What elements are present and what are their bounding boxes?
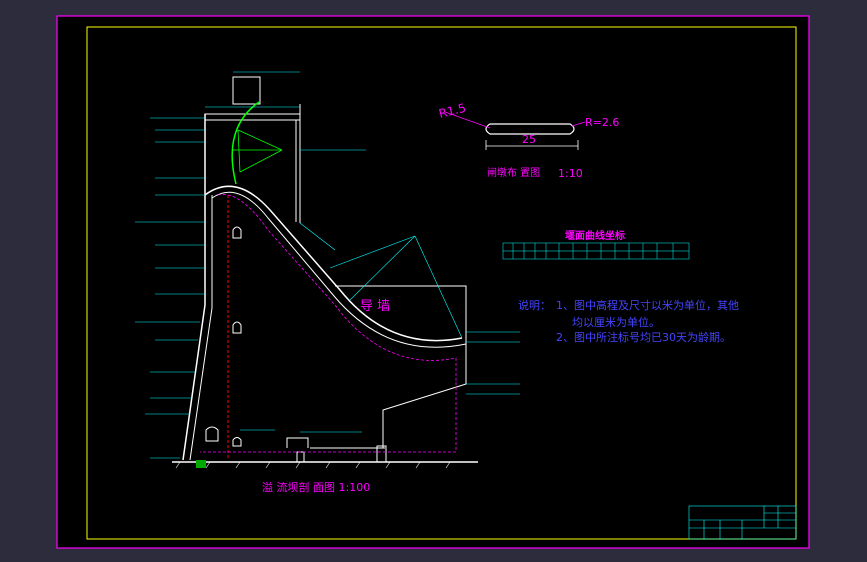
coordinate-table [502, 242, 690, 260]
radial-gate [231, 101, 283, 185]
gate-truss [237, 129, 241, 173]
notes-line-2: 2、图中所注标号均已30天为龄期。 [556, 330, 731, 344]
pier-detail-title: 闸墩布 置图 [487, 166, 540, 179]
notes-line-1b: 均以厘米为单位。 [572, 315, 660, 329]
spillway-surface [204, 185, 463, 342]
arc-radius-line-2 [349, 235, 416, 301]
hatch-8 [385, 461, 391, 469]
hatch-9 [415, 461, 421, 469]
gallery-2 [232, 321, 242, 334]
hoist-tower [232, 76, 261, 105]
nose-radius-label: R1.5 [437, 101, 467, 121]
construction-outline [200, 194, 457, 453]
gallery-3 [205, 426, 219, 442]
pier-plan-detail [444, 111, 586, 150]
gate-arm-1 [237, 129, 283, 151]
arc-radius-line [414, 235, 463, 339]
hatch-2 [205, 461, 211, 469]
cutoff-box [286, 437, 309, 448]
base-outline [200, 382, 457, 453]
upstream-face [182, 114, 206, 461]
title-block-frame [688, 505, 797, 540]
sheet-background [57, 16, 809, 548]
gallery-1 [232, 226, 242, 239]
radial-gate-skin [231, 101, 260, 185]
notes-block: 说明： 1、图中高程及尺寸以米为单位，其他 均以厘米为单位。 2、图中所注标号均… [518, 298, 739, 344]
spillway-surface-inner [211, 191, 467, 348]
pier-length-label: 25 [522, 133, 536, 146]
hatch-1 [175, 461, 181, 469]
hatch-5 [295, 461, 301, 469]
elevation-annotations-left [135, 71, 520, 459]
hatch-3 [235, 461, 241, 469]
tail-radius-label: R=2.6 [585, 116, 619, 129]
title-block [688, 505, 797, 540]
foundation-marker [196, 460, 206, 468]
nose-radius-leader [444, 111, 491, 129]
hatch-10 [445, 461, 451, 469]
pier-detail-scale: 1:10 [558, 167, 583, 180]
notes-heading: 说明： [518, 298, 551, 312]
gallery-4 [232, 437, 242, 447]
hatch-6 [325, 461, 331, 469]
drain-well-2 [376, 445, 387, 462]
coordinate-table-title: 堰面曲线坐标 [565, 229, 625, 242]
tail-radius-leader [571, 121, 586, 127]
hatch-4 [265, 461, 271, 469]
slope-leader-2 [329, 235, 416, 269]
downstream-apron [382, 344, 467, 448]
notes-line-1: 1、图中高程及尺寸以米为单位，其他 [556, 298, 739, 312]
gate-arm-3 [239, 149, 283, 173]
sheet-outer-frame [56, 15, 810, 549]
hatch-7 [355, 461, 361, 469]
slope-leader-1 [299, 222, 336, 251]
inner-outline [217, 194, 457, 382]
upstream-face-inner [189, 195, 213, 461]
guide-wall-label: 导 墙 [360, 299, 390, 314]
ground-hatch [175, 461, 451, 469]
section-view-title: 溢 流坝剖 面图 1:100 [262, 480, 370, 494]
sheet-inner-frame [86, 26, 797, 540]
